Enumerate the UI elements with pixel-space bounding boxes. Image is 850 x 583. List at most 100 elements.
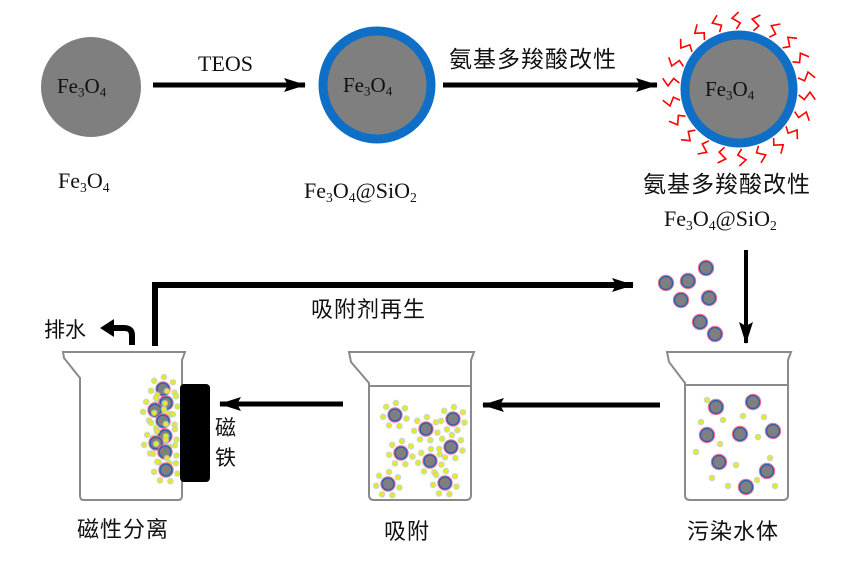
beaker-polluted-water bbox=[665, 351, 793, 501]
pollutant bbox=[174, 437, 179, 442]
pollutant bbox=[761, 414, 767, 420]
pollutant bbox=[164, 388, 170, 394]
adsorbent-particle bbox=[388, 408, 402, 422]
ligand-chain bbox=[782, 36, 798, 49]
pollutant bbox=[154, 441, 159, 447]
regeneration-label: 吸附剂再生 bbox=[311, 298, 427, 323]
formula-sub: 4 bbox=[747, 87, 755, 103]
pollutant bbox=[161, 374, 167, 380]
formula-sub: 3 bbox=[364, 83, 371, 99]
formula-sub: 4 bbox=[385, 83, 393, 99]
ligand-chain bbox=[750, 14, 761, 32]
pollutant bbox=[379, 492, 385, 497]
pollutant bbox=[717, 441, 723, 447]
pollutant bbox=[157, 478, 163, 483]
ligand-chain bbox=[785, 126, 799, 140]
adsorbed-particles bbox=[372, 399, 468, 499]
adsorbent-particle bbox=[701, 290, 717, 306]
pollutant bbox=[174, 453, 179, 458]
adsorbent-particle-ring bbox=[700, 289, 718, 307]
pollutant bbox=[141, 442, 147, 447]
particle2-core-label: Fe3O4 bbox=[343, 75, 392, 98]
pollutant bbox=[455, 427, 460, 433]
pollutant bbox=[403, 461, 408, 467]
adsorbent-particle bbox=[446, 412, 460, 426]
formula-part: Fe bbox=[705, 77, 726, 101]
adsorbent-particle-ring bbox=[393, 445, 409, 461]
pollutant bbox=[152, 410, 157, 416]
pollutant bbox=[419, 450, 424, 456]
formula-part: Fe bbox=[57, 74, 78, 98]
adsorbent-particle bbox=[765, 423, 781, 439]
adsorbent-particle-ring bbox=[764, 422, 782, 440]
ligand-chain bbox=[798, 90, 816, 101]
pollutant bbox=[164, 455, 170, 461]
pollutant bbox=[163, 421, 169, 427]
pollutant bbox=[428, 437, 433, 443]
formula-sub: 4 bbox=[102, 179, 110, 195]
pollutant bbox=[168, 478, 173, 484]
adsorbent-particle-ring bbox=[387, 407, 403, 423]
ligand-chain bbox=[693, 24, 706, 41]
pollutant bbox=[417, 437, 423, 442]
pollutant bbox=[451, 404, 457, 410]
adsorbent-particle bbox=[745, 394, 761, 410]
pollutant bbox=[404, 416, 409, 421]
formula-part: O bbox=[732, 77, 748, 101]
pollutant bbox=[453, 455, 458, 461]
adsorbent-particle-ring bbox=[706, 325, 724, 343]
pollutant bbox=[154, 428, 160, 434]
pollutant bbox=[460, 448, 465, 453]
ligand-chain bbox=[668, 114, 686, 126]
pollutant bbox=[163, 437, 169, 443]
adsorbent-particle-ring bbox=[707, 398, 725, 416]
regeneration-arrow bbox=[152, 278, 634, 346]
pollutant bbox=[393, 400, 399, 406]
modification-label: 氨基多羧酸改性 bbox=[449, 47, 617, 73]
pollutant bbox=[175, 404, 180, 409]
adsorbent-particle-ring bbox=[737, 478, 755, 496]
pollutant bbox=[698, 419, 704, 425]
formula-part: @SiO bbox=[355, 178, 411, 203]
pollutant bbox=[434, 472, 439, 478]
ligand-chain bbox=[680, 129, 696, 142]
drain-arrow bbox=[112, 325, 135, 345]
adsorbent-particle-ring bbox=[731, 425, 749, 443]
pollutant bbox=[452, 474, 458, 479]
adsorbent-particle bbox=[708, 399, 724, 415]
adsorbent-particle bbox=[698, 260, 714, 276]
formula-part: Fe bbox=[58, 168, 80, 193]
pollutant bbox=[172, 427, 178, 432]
pollutant bbox=[175, 471, 180, 476]
adsorbent-particle-ring bbox=[422, 453, 438, 469]
formula-sub: 3 bbox=[686, 217, 693, 233]
adsorbent-particle bbox=[732, 426, 748, 442]
ligand-chain bbox=[797, 70, 816, 82]
pollutant bbox=[390, 492, 395, 498]
particle1-core-label: Fe3O4 bbox=[57, 76, 106, 99]
separated-particles bbox=[139, 373, 181, 485]
adsorbent-particle-ring bbox=[691, 313, 709, 331]
ligand-chain bbox=[697, 140, 710, 155]
pollutant bbox=[438, 418, 444, 423]
pollutant bbox=[172, 443, 178, 448]
particle1-caption: Fe3O4 bbox=[58, 168, 110, 195]
pollutant bbox=[148, 388, 154, 393]
pollutant bbox=[433, 420, 439, 425]
pollutant bbox=[454, 484, 459, 489]
ligand-chain bbox=[662, 77, 680, 88]
pollutant bbox=[442, 408, 447, 414]
adsorbent-particle bbox=[159, 463, 173, 477]
pollutant bbox=[421, 469, 427, 474]
adsorbent-particle-ring bbox=[679, 272, 697, 290]
formula-sub: 2 bbox=[410, 189, 417, 205]
pollutant bbox=[436, 491, 442, 496]
formula-sub: 4 bbox=[99, 84, 107, 100]
adsorbent-particle bbox=[680, 273, 696, 289]
pollutant bbox=[424, 414, 430, 420]
pollutant bbox=[395, 475, 401, 480]
adsorbent-particle bbox=[658, 275, 674, 291]
pollutant bbox=[740, 413, 746, 419]
pollutant bbox=[162, 401, 168, 406]
adsorbent-particle bbox=[711, 454, 727, 470]
